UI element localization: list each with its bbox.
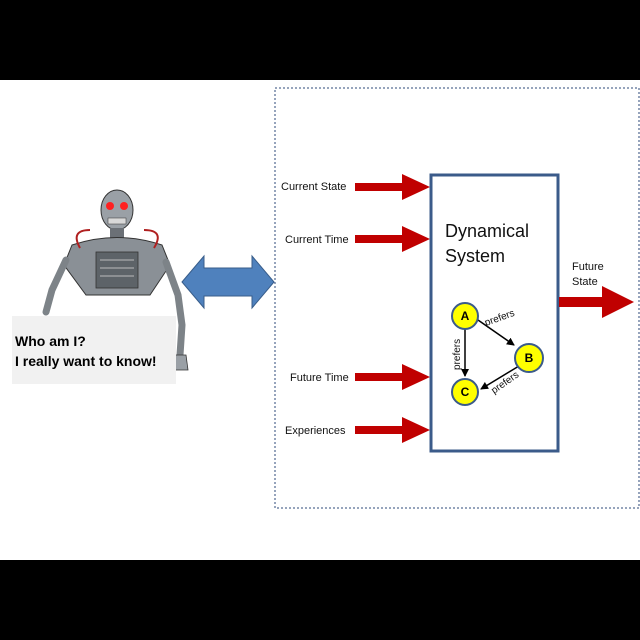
robot-speech-caption: Who am I? I really want to know! <box>12 316 176 384</box>
input-label-current-time: Current Time <box>285 234 349 246</box>
input-label-future-time: Future Time <box>290 372 349 384</box>
diagram-canvas: Current State Current Time Future Time E… <box>0 80 640 560</box>
robot-eye-right <box>120 202 128 210</box>
output-label-line2: State <box>572 276 598 288</box>
diagram-svg: Current State Current Time Future Time E… <box>42 87 640 509</box>
edge-b-to-c <box>480 365 520 390</box>
input-label-experiences: Experiences <box>285 425 346 437</box>
bidirectional-arrow <box>181 254 275 310</box>
edge-label-a-c: prefers <box>452 339 463 370</box>
environment-frame <box>274 87 640 509</box>
system-title-line2: System <box>445 246 505 266</box>
system-title-line1: Dynamical <box>445 221 529 241</box>
input-arrow-current-time <box>355 226 430 252</box>
node-c-label: C <box>461 385 470 399</box>
input-arrow-current-state <box>355 174 430 200</box>
robot-illustration <box>42 189 189 371</box>
node-a-label: A <box>461 309 470 323</box>
output-arrow-future-state <box>559 286 634 318</box>
speech-line-2: I really want to know! <box>15 353 157 369</box>
node-b: B <box>514 343 544 373</box>
node-b-label: B <box>525 351 534 365</box>
input-label-current-state: Current State <box>281 181 346 193</box>
input-arrow-future-time <box>355 364 430 390</box>
dynamical-system-box <box>429 173 560 453</box>
node-a: A <box>451 302 479 330</box>
node-c: C <box>451 378 479 406</box>
speech-line-1: Who am I? <box>15 333 86 349</box>
robot-eye-left <box>106 202 114 210</box>
output-label-line1: Future <box>572 261 604 273</box>
edge-a-to-b <box>477 319 515 346</box>
input-arrow-experiences <box>355 417 430 443</box>
